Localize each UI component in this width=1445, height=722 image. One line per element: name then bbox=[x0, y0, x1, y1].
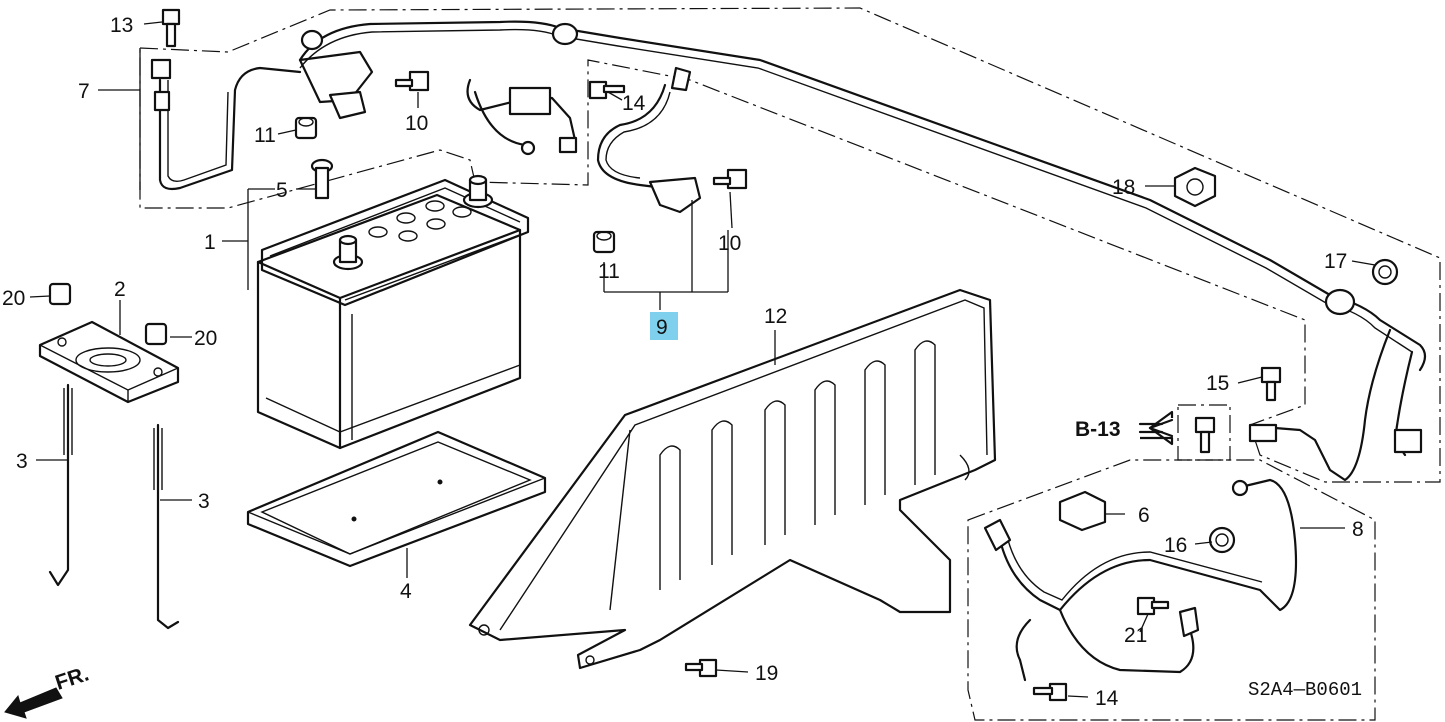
callout-10: 10 bbox=[405, 112, 428, 135]
hold-down-rod-left bbox=[48, 383, 73, 587]
main-harness bbox=[298, 20, 1427, 482]
bolt-14-bottom bbox=[1032, 682, 1068, 702]
callout-20: 20 bbox=[194, 327, 217, 350]
callout-7: 7 bbox=[78, 80, 90, 103]
callout-11: 11 bbox=[254, 124, 276, 147]
bolt-5 bbox=[310, 158, 334, 200]
callout-8: 8 bbox=[1352, 518, 1364, 541]
bolt-19 bbox=[684, 658, 718, 678]
battery-terminal-positive bbox=[332, 234, 364, 271]
assembly-outlines bbox=[139, 7, 1441, 721]
callout-13: 13 bbox=[110, 14, 133, 37]
battery-tray bbox=[246, 430, 547, 568]
callout-9-highlight bbox=[650, 312, 678, 340]
nut-11-mid bbox=[592, 230, 616, 254]
harness-grommets bbox=[300, 22, 1356, 316]
callout-9: 9 bbox=[656, 316, 668, 339]
callout-6: 6 bbox=[1138, 504, 1150, 527]
callout-14: 14 bbox=[1095, 687, 1119, 710]
bolt-13 bbox=[161, 8, 181, 48]
callout-17: 17 bbox=[1324, 250, 1347, 273]
callout-10: 10 bbox=[718, 232, 741, 255]
diagram-code: S2A4—B0601 bbox=[1248, 679, 1362, 701]
nut-20-left bbox=[48, 282, 72, 306]
clip-6 bbox=[1058, 490, 1107, 532]
battery-cover bbox=[468, 288, 997, 670]
clip-16 bbox=[1208, 526, 1236, 554]
callout-11: 11 bbox=[598, 260, 620, 283]
bolt-10-mid bbox=[712, 168, 748, 190]
hold-down-bracket bbox=[38, 320, 180, 404]
nut-11-top bbox=[294, 116, 318, 140]
bolt-21 bbox=[1136, 596, 1170, 616]
callout-21: 21 bbox=[1124, 624, 1147, 647]
callout-16: 16 bbox=[1164, 534, 1187, 557]
callout-5: 5 bbox=[276, 179, 288, 202]
ground-cable-left bbox=[150, 50, 374, 191]
positive-cable bbox=[596, 66, 702, 214]
callout-12: 12 bbox=[764, 305, 787, 328]
bolt-14-top bbox=[588, 80, 626, 100]
callout-14: 14 bbox=[622, 92, 646, 115]
leader-lines bbox=[29, 21, 1376, 698]
front-direction-marker: FR. bbox=[4, 662, 92, 719]
nut-20-right bbox=[144, 322, 168, 346]
battery-vent-caps bbox=[368, 200, 472, 242]
callout-1: 1 bbox=[204, 231, 216, 254]
callout-15: 15 bbox=[1206, 372, 1229, 395]
callout-4: 4 bbox=[400, 580, 412, 603]
cover-ribs bbox=[659, 340, 936, 590]
callout-3: 3 bbox=[198, 490, 210, 513]
clip-17 bbox=[1371, 258, 1399, 286]
callout-3: 3 bbox=[16, 450, 28, 473]
b13-reference: B-13 bbox=[1075, 410, 1174, 446]
callout-labels: 13 7 11 10 14 5 1 2 20 20 11 10 9 12 18 … bbox=[2, 14, 1364, 710]
front-marker-label: FR. bbox=[52, 662, 91, 694]
callout-20: 20 bbox=[2, 287, 25, 310]
hold-down-rod-right bbox=[153, 423, 180, 630]
reference-label: B-13 bbox=[1075, 418, 1121, 441]
sub-harness bbox=[983, 478, 1298, 682]
callout-18: 18 bbox=[1112, 176, 1135, 199]
callout-2: 2 bbox=[114, 278, 126, 301]
bolt-b13 bbox=[1194, 416, 1216, 454]
bolt-10-top bbox=[394, 70, 430, 92]
bolt-15 bbox=[1260, 366, 1282, 402]
callout-19: 19 bbox=[755, 662, 778, 685]
battery bbox=[256, 174, 530, 450]
clip-18 bbox=[1173, 166, 1217, 208]
battery-terminal-negative bbox=[462, 174, 494, 209]
